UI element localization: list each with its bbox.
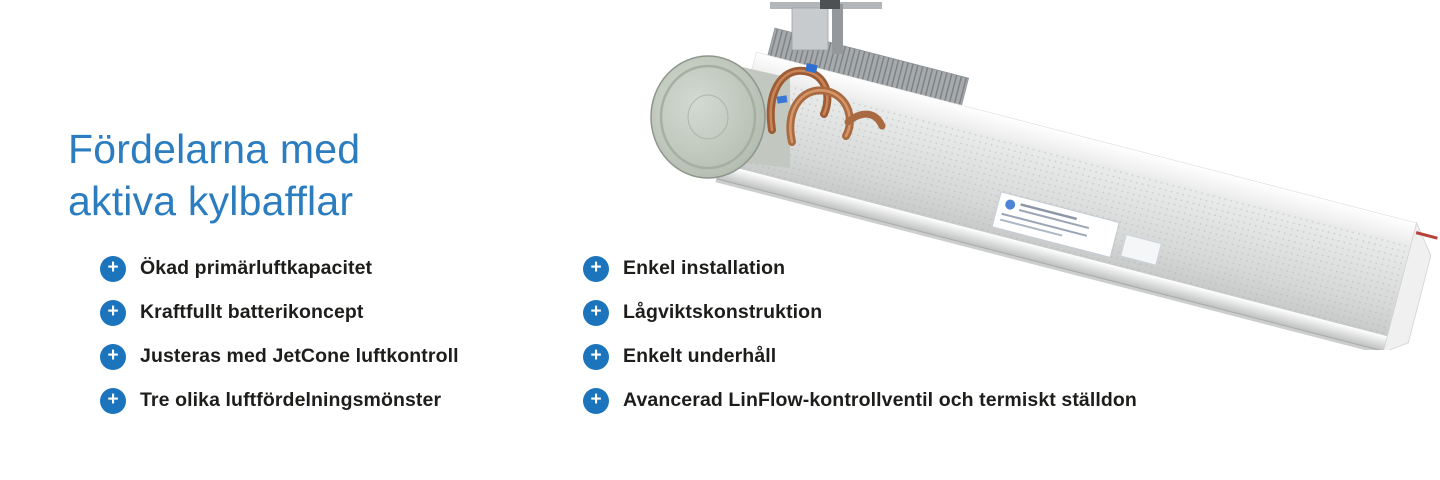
plus-icon: + bbox=[100, 299, 126, 326]
benefits-column-1: + Ökad primärluftkapacitet + Kraftfullt … bbox=[100, 255, 459, 431]
benefit-item: + Ökad primärluftkapacitet bbox=[100, 255, 459, 282]
benefits-column-2: + Enkel installation + Lågviktskonstrukt… bbox=[583, 255, 1137, 431]
benefit-item: + Justeras med JetCone luftkontroll bbox=[100, 343, 459, 370]
mounting-bracket bbox=[770, 0, 882, 54]
plus-icon: + bbox=[583, 255, 609, 282]
benefit-item: + Lågviktskonstruktion bbox=[583, 299, 1137, 326]
benefit-label: Enkelt underhåll bbox=[623, 345, 777, 367]
page-title: Fördelarna med aktiva kylbafflar bbox=[68, 123, 360, 227]
duct-connector bbox=[650, 55, 790, 179]
page-title-line1: Fördelarna med bbox=[68, 126, 361, 173]
benefit-label: Tre olika luftfördelningsmönster bbox=[140, 389, 442, 411]
benefit-item: + Enkelt underhåll bbox=[583, 343, 1137, 370]
benefit-item: + Avancerad LinFlow-kontrollventil och t… bbox=[583, 387, 1137, 414]
copper-pipes bbox=[766, 63, 886, 146]
plus-icon: + bbox=[100, 255, 126, 282]
plus-icon: + bbox=[100, 387, 126, 414]
benefit-label: Avancerad LinFlow-kontrollventil och ter… bbox=[623, 389, 1137, 411]
sensor-wire bbox=[1415, 231, 1438, 240]
page-title-line2: aktiva kylbafflar bbox=[68, 178, 354, 225]
benefit-label: Enkel installation bbox=[623, 257, 786, 279]
benefit-label: Lågviktskonstruktion bbox=[623, 301, 823, 323]
plus-icon: + bbox=[583, 343, 609, 370]
plus-icon: + bbox=[100, 343, 126, 370]
plus-icon: + bbox=[583, 299, 609, 326]
benefit-label: Justeras med JetCone luftkontroll bbox=[140, 345, 459, 367]
plus-icon: + bbox=[583, 387, 609, 414]
benefit-item: + Tre olika luftfördelningsmönster bbox=[100, 387, 459, 414]
benefit-label: Kraftfullt batterikoncept bbox=[140, 301, 364, 323]
benefit-item: + Kraftfullt batterikoncept bbox=[100, 299, 459, 326]
benefit-item: + Enkel installation bbox=[583, 255, 1137, 282]
benefit-label: Ökad primärluftkapacitet bbox=[140, 257, 373, 279]
